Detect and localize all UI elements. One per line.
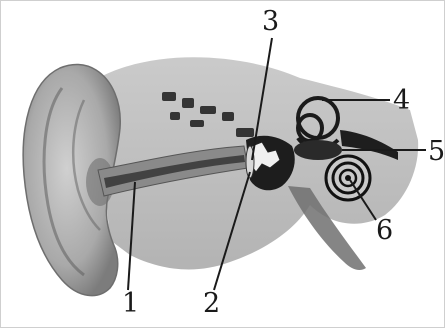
callout-label-1: 1 bbox=[122, 290, 139, 317]
callout-label-3: 3 bbox=[262, 8, 279, 35]
cochlea bbox=[326, 156, 370, 200]
vestibule bbox=[294, 140, 342, 160]
callout-label-5: 5 bbox=[428, 138, 445, 165]
callout-label-4: 4 bbox=[393, 87, 410, 114]
callout-label-2: 2 bbox=[203, 290, 220, 317]
callout-label-6: 6 bbox=[376, 217, 393, 244]
